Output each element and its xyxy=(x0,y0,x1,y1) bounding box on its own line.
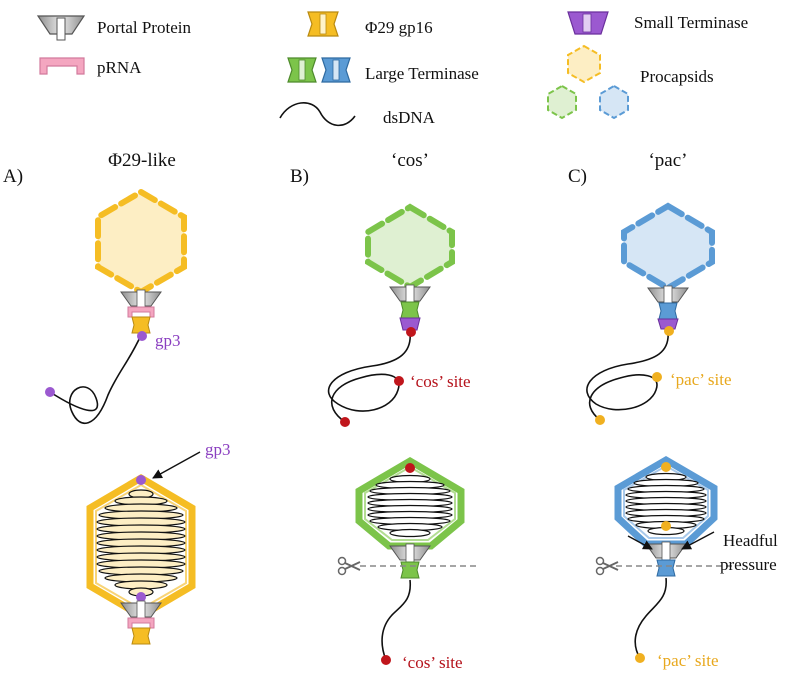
gp16-icon xyxy=(307,11,339,37)
gp3-dot-a-top xyxy=(137,331,147,341)
small-terminase-icon xyxy=(567,11,609,35)
gp3-dot-a-bottom-top xyxy=(136,475,146,485)
legend-prna: pRNA xyxy=(97,58,142,77)
large-terminase-c-bottom xyxy=(656,559,676,577)
pac-site-dot-c-head-mid xyxy=(661,521,671,531)
gp3-dot-a-bottom-portal xyxy=(136,592,146,602)
panel-c-title: ‘pac’ xyxy=(648,150,687,171)
panel-c: C) ‘pac’ ‘pac’ site xyxy=(568,150,778,670)
panel-a-title: Φ29-like xyxy=(108,150,176,171)
dsdna-b-bottom xyxy=(381,579,412,661)
portal-protein-a-bottom xyxy=(120,600,162,624)
cos-site-dot-b-head xyxy=(405,463,415,473)
portal-protein-c-bottom xyxy=(645,541,687,563)
legend-procapsids: Procapsids xyxy=(640,67,714,86)
dsdna-icon xyxy=(279,102,356,127)
arrow-icon xyxy=(681,531,715,550)
cos-site-dot-b-mid xyxy=(394,376,404,386)
panel-b-letter: B) xyxy=(290,166,309,187)
panel-c-headful-2: pressure xyxy=(720,555,777,574)
cos-procapsid xyxy=(365,203,455,291)
legend-gp16: Φ29 gp16 xyxy=(365,18,433,37)
panel-c-site-bottom: ‘pac’ site xyxy=(657,651,719,670)
pac-site-dot-c-head-top xyxy=(661,462,671,472)
arrow-icon xyxy=(152,451,201,479)
small-terminase-b-top xyxy=(399,317,421,331)
panel-a-letter: A) xyxy=(3,166,23,187)
scissors-icon xyxy=(595,556,619,576)
dsdna-a-top xyxy=(49,334,142,424)
panel-b-site-bottom: ‘cos’ site xyxy=(402,653,463,672)
panel-c-letter: C) xyxy=(568,166,587,187)
panel-c-site-top: ‘pac’ site xyxy=(670,370,732,389)
portal-protein-a-top xyxy=(120,289,162,313)
panel-b-title: ‘cos’ xyxy=(391,150,429,171)
panel-a-gp3-top: gp3 xyxy=(155,331,181,350)
panel-a-gp3-bottom: gp3 xyxy=(205,440,231,459)
scissors-icon xyxy=(337,556,361,576)
portal-protein-icon xyxy=(36,15,86,41)
panel-c-headful-1: Headful xyxy=(723,531,778,550)
procapsid-icon xyxy=(547,44,629,120)
legend-small-terminase: Small Terminase xyxy=(634,13,748,32)
prna-icon xyxy=(39,57,85,75)
packaged-dna-a xyxy=(96,489,186,597)
large-terminase-c-top xyxy=(658,302,678,320)
small-terminase-c-top xyxy=(657,318,679,330)
portal-protein-b-top xyxy=(389,284,431,306)
gp16-a-top xyxy=(131,316,151,334)
pac-procapsid xyxy=(621,202,715,292)
pac-site-dot-c-top xyxy=(664,326,674,336)
cos-site-dot-b-bottom xyxy=(381,655,391,665)
legend: Portal Protein pRNA Φ29 gp16 Large Termi… xyxy=(36,11,748,127)
cos-site-dot-b-top xyxy=(406,327,416,337)
legend-large-terminase: Large Terminase xyxy=(365,64,479,83)
gp3-dot-a-end xyxy=(45,387,55,397)
pac-site-dot-c-end xyxy=(595,415,605,425)
phi29-procapsid xyxy=(95,188,187,296)
dsdna-b-top xyxy=(327,331,411,423)
large-terminase-b-top xyxy=(400,301,420,319)
packaged-dna-b xyxy=(367,474,453,538)
panel-a: A) Φ29-like gp3 xyxy=(3,150,231,645)
prna-a-bottom xyxy=(127,617,155,629)
dsdna-c-top xyxy=(586,330,669,421)
legend-portal-protein: Portal Protein xyxy=(97,18,191,37)
pac-site-dot-c-mid xyxy=(652,372,662,382)
legend-dsdna: dsDNA xyxy=(383,108,436,127)
large-terminase-b-bottom xyxy=(400,561,420,579)
panel-b-site-top: ‘cos’ site xyxy=(410,372,471,391)
large-terminase-icon xyxy=(287,57,351,83)
cos-site-dot-b-end xyxy=(340,417,350,427)
portal-protein-b-bottom xyxy=(389,543,431,565)
prna-a-top xyxy=(127,306,155,318)
arrow-icon xyxy=(627,535,653,550)
portal-protein-c-top xyxy=(647,285,689,307)
pac-site-dot-c-bottom xyxy=(635,653,645,663)
dsdna-c-bottom xyxy=(634,577,667,659)
panel-b: B) ‘cos’ ‘cos’ site xyxy=(290,150,476,672)
gp16-a-bottom xyxy=(131,627,151,645)
